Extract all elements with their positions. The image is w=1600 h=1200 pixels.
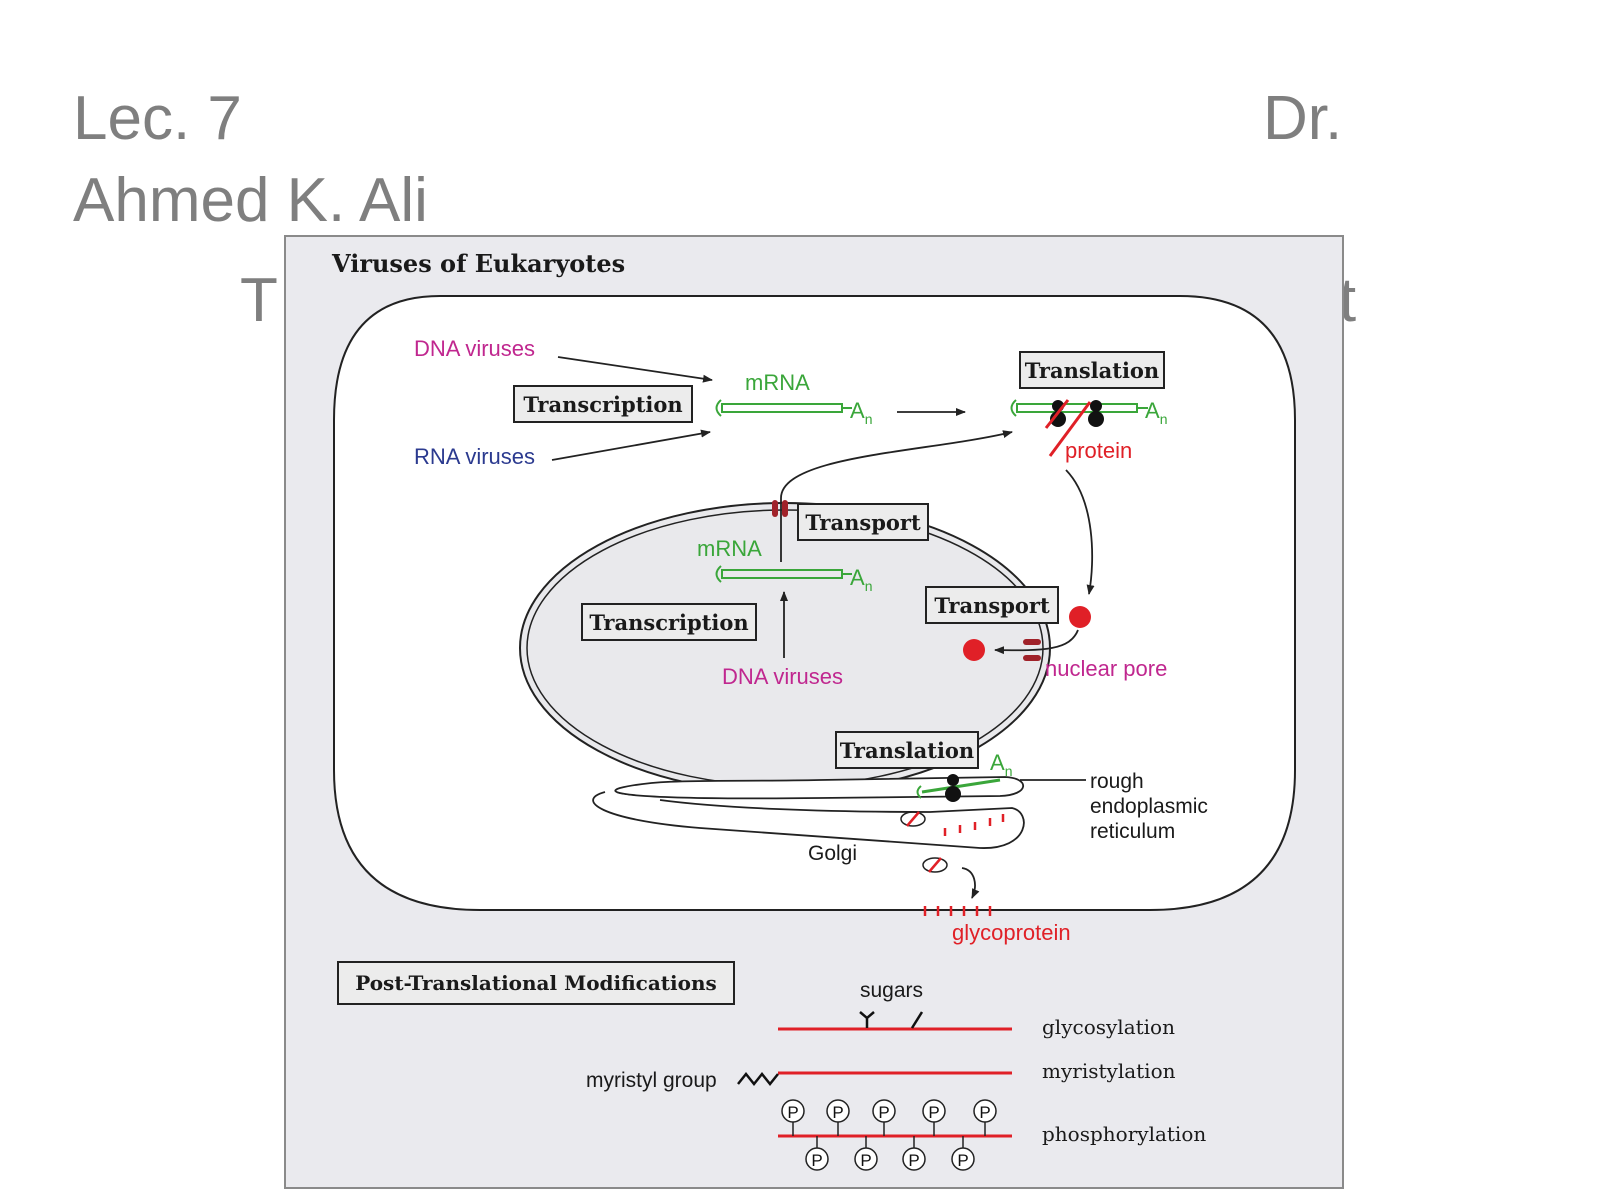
transport-box-export [797, 503, 929, 541]
poly-a-tail-er: An [990, 750, 1012, 779]
secretory-vesicle [922, 857, 948, 873]
doctor-prefix: Dr. [1263, 84, 1343, 153]
transcription-box-cytoplasm [513, 385, 693, 423]
phosphate-group-top-1: P [781, 1099, 805, 1136]
myristylation-label: myristylation [1042, 1059, 1176, 1083]
svg-text:P: P [957, 1151, 968, 1170]
svg-text:P: P [860, 1151, 871, 1170]
lecture-label: Lec. 7 [73, 84, 242, 153]
arrow-protein-to-nucleus [1065, 469, 1095, 595]
phosphate-group-bottom-4: P [951, 1136, 975, 1171]
transport-box-import [925, 586, 1059, 624]
translation-label-cytoplasm: Translation [1025, 358, 1159, 383]
protein-dot-nucleus [963, 639, 985, 661]
phosphate-group-top-3: P [872, 1099, 896, 1136]
svg-text:P: P [811, 1151, 822, 1170]
sugar-single-icon [910, 1011, 924, 1029]
rough-er-label: rough endoplasmic reticulum [1090, 770, 1214, 843]
ribosome-2 [1088, 400, 1104, 427]
doctor-name: Ahmed K. Ali [73, 166, 428, 235]
phosphate-group-bottom-3: P [902, 1136, 926, 1171]
arrow-protein-import [994, 629, 1079, 655]
phosphate-group-top-2: P [826, 1099, 850, 1136]
mrna-label-nucleus: mRNA [697, 536, 762, 561]
phosphate-group-bottom-2: P [854, 1136, 878, 1171]
nuclear-pore-top [772, 500, 788, 517]
arrow-dna-to-mrna [557, 356, 713, 383]
mrna-strand-nucleus [715, 565, 852, 583]
phosphate-group-bottom-1: P [805, 1136, 829, 1171]
ptm-title-box [337, 961, 735, 1005]
rough-er-membrane [614, 776, 1024, 800]
svg-text:P: P [787, 1103, 798, 1122]
nuclear-pore-side [1023, 639, 1041, 661]
glycoprotein-label: glycoprotein [952, 920, 1071, 945]
golgi-glycoproteins [900, 811, 1005, 836]
phosphorylation-label: phosphorylation [1042, 1122, 1206, 1146]
nuclear-pore-label: nuclear pore [1045, 656, 1167, 681]
mrna-label-cytoplasm: mRNA [745, 370, 810, 395]
translation-label-er: Translation [840, 738, 974, 763]
phosphate-group-top-4: P [922, 1099, 946, 1136]
golgi-membrane [592, 791, 1025, 849]
protein-label: protein [1065, 438, 1132, 463]
svg-text:P: P [908, 1151, 919, 1170]
rna-viruses-label: RNA viruses [414, 444, 535, 469]
sugars-label: sugars [860, 979, 923, 1002]
sugar-branch-icon [859, 1011, 875, 1028]
arrow-rna-to-mrna [551, 429, 711, 461]
arrow-mrna-export [780, 430, 1013, 562]
myristyl-zigzag-icon [737, 1071, 779, 1087]
arrow-to-surface [961, 867, 980, 899]
translation-box-er [835, 731, 979, 769]
svg-text:P: P [979, 1103, 990, 1122]
poly-a-tail-translation: An [1145, 398, 1167, 427]
er-mrna-with-ribosome [916, 774, 1001, 802]
surface-glycoproteins [923, 906, 992, 916]
translation-box-cytoplasm [1019, 351, 1165, 389]
nascent-protein-2 [1048, 401, 1092, 457]
mrna-strand-cytoplasm [715, 399, 852, 417]
poly-a-tail-nucleus: An [850, 565, 872, 594]
nascent-protein-1 [1044, 399, 1070, 429]
protein-dot-cytoplasm [1069, 606, 1091, 628]
transcription-label-cytoplasm: Transcription [523, 392, 682, 417]
transport-label-export: Transport [805, 510, 921, 535]
glycosylation-label: glycosylation [1042, 1015, 1175, 1039]
dna-viruses-label-cytoplasm: DNA viruses [414, 336, 535, 361]
svg-text:P: P [928, 1103, 939, 1122]
svg-text:P: P [878, 1103, 889, 1122]
figure-title: Viruses of Eukaryotes [331, 249, 625, 278]
phosphate-group-top-5: P [973, 1099, 997, 1136]
mrna-with-ribosomes [1010, 399, 1148, 417]
poly-a-tail-cytoplasm: An [850, 398, 872, 427]
myristyl-group-label: myristyl group [586, 1069, 717, 1092]
transcription-box-nucleus [581, 603, 757, 641]
transcription-label-nucleus: Transcription [589, 610, 748, 635]
ptm-title: Post-Translational Modifications [355, 971, 717, 995]
transport-label-import: Transport [934, 593, 1050, 618]
golgi-label: Golgi [808, 842, 857, 865]
slide-title-left: T [240, 266, 278, 335]
dna-viruses-label-nucleus: DNA viruses [722, 664, 843, 689]
svg-text:P: P [832, 1103, 843, 1122]
